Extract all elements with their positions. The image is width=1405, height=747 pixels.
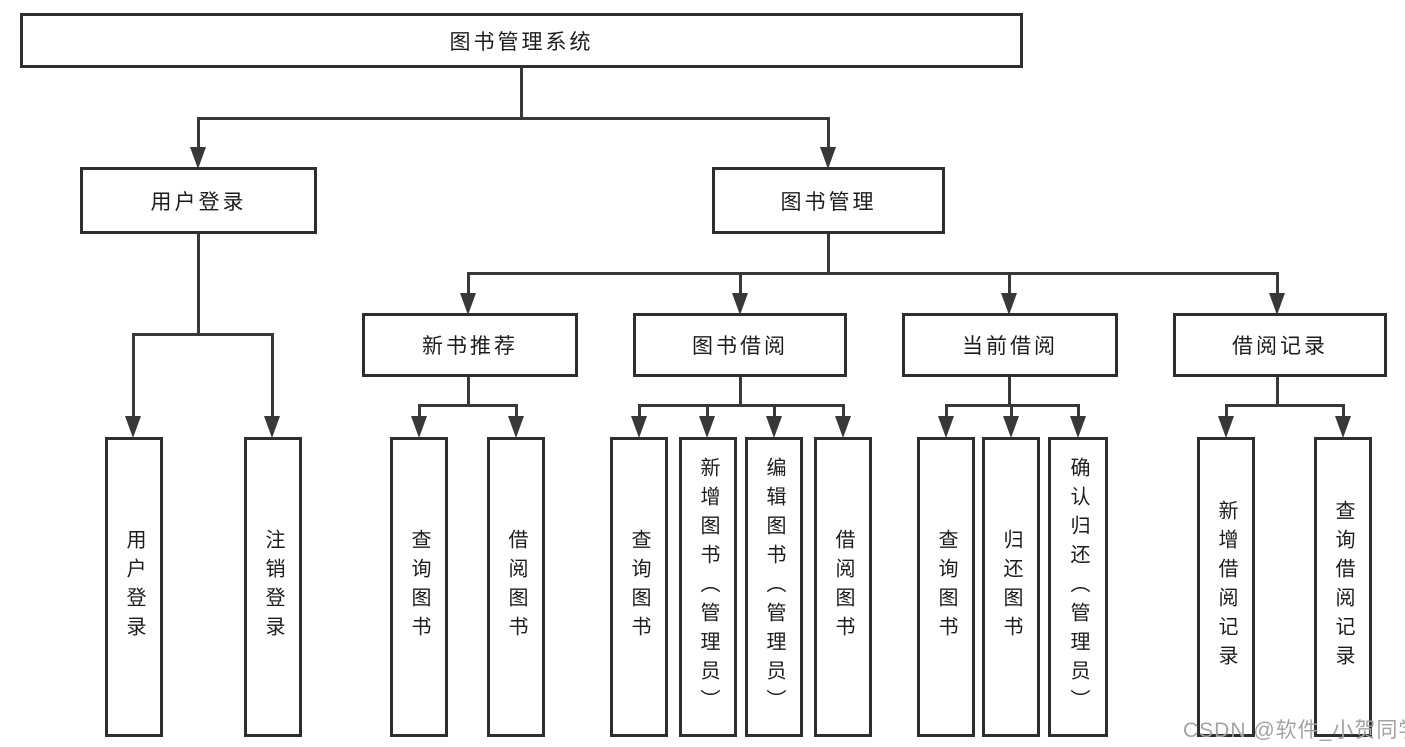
connector-line: [467, 376, 470, 406]
arrow-down-icon: [835, 416, 851, 438]
connector-line: [197, 117, 200, 150]
node-book-management: 图书管理: [712, 167, 945, 234]
connector-line: [520, 66, 523, 119]
node-query-borrow-record: 查询借阅记录: [1314, 437, 1372, 737]
arrow-down-icon: [732, 293, 748, 315]
node-label: 查询图书: [935, 529, 957, 645]
node-label: 注销登录: [262, 529, 284, 645]
arrow-down-icon: [264, 416, 280, 438]
node-query-books-borrowing: 查询图书: [610, 437, 668, 737]
node-logout: 注销登录: [244, 437, 302, 737]
node-label: 新书推荐: [422, 335, 518, 358]
arrow-down-icon: [1070, 416, 1086, 438]
node-label: 查询借阅记录: [1332, 500, 1354, 674]
node-borrow-books-leaf: 借阅图书: [814, 437, 872, 737]
arrow-down-icon: [699, 416, 715, 438]
connector-line: [1008, 272, 1011, 296]
node-label: 归还图书: [1000, 529, 1022, 645]
node-borrow-books-recommend: 借阅图书: [487, 437, 545, 737]
arrow-down-icon: [411, 416, 427, 438]
node-label: 借阅图书: [832, 529, 854, 645]
node-label: 借阅图书: [505, 529, 527, 645]
node-book-borrowing: 图书借阅: [633, 313, 847, 377]
connector-line: [418, 404, 518, 407]
node-edit-book-admin: 编辑图书（管理员）: [745, 437, 803, 737]
connector-line: [1077, 404, 1080, 418]
node-new-book-recommendation: 新书推荐: [362, 313, 578, 377]
node-query-books-recommend: 查询图书: [390, 437, 448, 737]
node-label: 借阅记录: [1232, 335, 1328, 358]
node-query-books-current: 查询图书: [917, 437, 975, 737]
connector-line: [638, 404, 641, 418]
connector-line: [467, 272, 470, 296]
connector-line: [706, 404, 709, 418]
arrow-down-icon: [125, 416, 141, 438]
arrow-down-icon: [1335, 416, 1351, 438]
node-label: 当前借阅: [962, 335, 1058, 358]
connector-line: [739, 376, 742, 406]
connector-line: [773, 404, 776, 418]
node-label: 查询图书: [408, 529, 430, 645]
connector-line: [1008, 376, 1011, 406]
arrow-down-icon: [766, 416, 782, 438]
arrow-down-icon: [460, 293, 476, 315]
connector-line: [197, 234, 200, 335]
csdn-watermark: CSDN @软件_小贺同学: [1183, 719, 1405, 742]
node-label: 编辑图书（管理员）: [763, 456, 785, 718]
node-label: 用户登录: [123, 529, 145, 645]
connector-line: [132, 333, 135, 420]
arrow-down-icon: [1218, 416, 1234, 438]
node-add-book-admin: 新增图书（管理员）: [679, 437, 737, 737]
arrow-down-icon: [631, 416, 647, 438]
connector-line: [1010, 404, 1013, 418]
connector-line: [1276, 272, 1279, 296]
connector-line: [515, 404, 518, 418]
connector-line: [739, 272, 742, 296]
connector-line: [638, 404, 844, 407]
node-label: 图书管理系统: [449, 30, 594, 54]
arrow-down-icon: [1269, 293, 1285, 315]
connector-line: [1225, 404, 1344, 407]
connector-line: [945, 404, 948, 418]
arrow-down-icon: [938, 416, 954, 438]
connector-line: [418, 404, 421, 418]
connector-line: [197, 117, 830, 120]
node-confirm-return-admin: 确认归还（管理员）: [1048, 437, 1108, 737]
node-label: 确认归还（管理员）: [1067, 456, 1089, 718]
arrow-down-icon: [190, 147, 206, 169]
connector-line: [827, 234, 830, 274]
node-label: 查询图书: [628, 529, 650, 645]
arrow-down-icon: [508, 416, 524, 438]
node-label: 图书管理: [780, 190, 877, 214]
arrow-down-icon: [820, 147, 836, 169]
node-user-login-leaf: 用户登录: [105, 437, 163, 737]
connector-line: [271, 333, 274, 420]
connector-line: [1342, 404, 1345, 418]
node-label: 新增借阅记录: [1215, 500, 1237, 674]
connector-line: [1225, 404, 1228, 418]
node-label: 用户登录: [150, 190, 247, 214]
node-label: 新增图书（管理员）: [697, 456, 719, 718]
arrow-down-icon: [1001, 293, 1017, 315]
arrow-down-icon: [1003, 416, 1019, 438]
node-add-borrow-record: 新增借阅记录: [1197, 437, 1255, 737]
connector-line: [467, 272, 1279, 275]
connector-line: [1276, 376, 1279, 406]
connector-line: [132, 333, 274, 336]
node-current-borrowing: 当前借阅: [902, 313, 1118, 377]
node-borrowing-records: 借阅记录: [1173, 313, 1387, 377]
node-return-books: 归还图书: [982, 437, 1040, 737]
connector-line: [827, 117, 830, 150]
connector-line: [842, 404, 845, 418]
node-library-system: 图书管理系统: [20, 13, 1023, 68]
node-label: 图书借阅: [692, 335, 788, 358]
node-user-login: 用户登录: [80, 167, 317, 234]
